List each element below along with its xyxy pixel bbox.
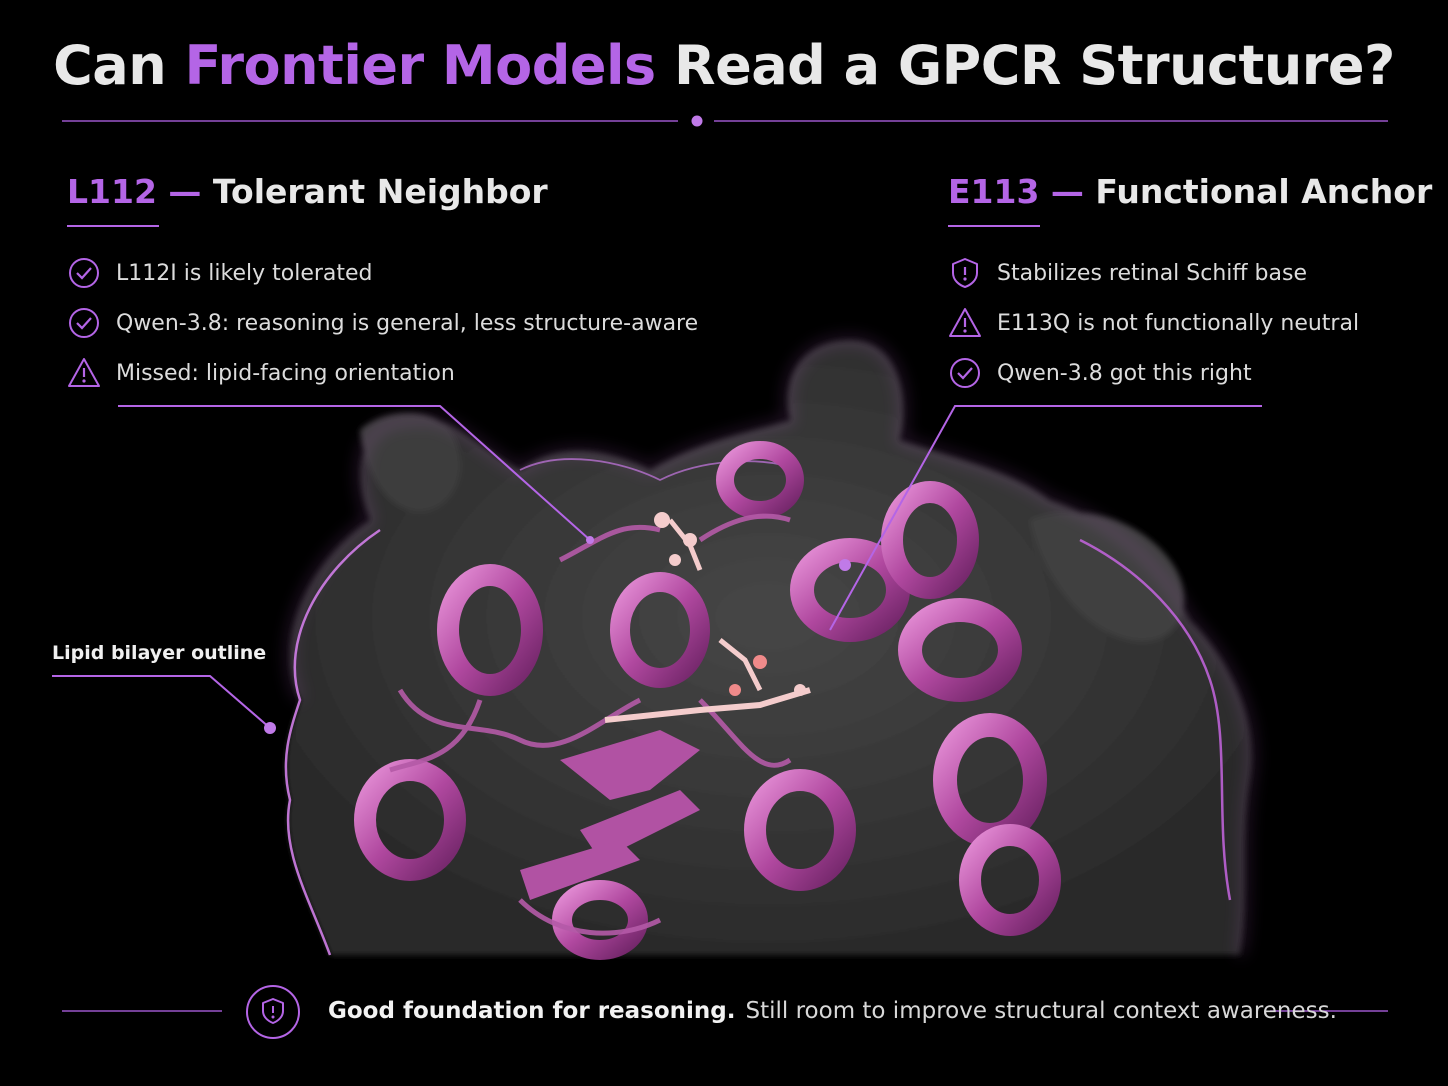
list-item: Stabilizes retinal Schiff base [948,248,1359,298]
protein-loops [389,513,792,936]
left-heading-underline [67,225,159,227]
shield-icon [246,985,300,1039]
right-list: Stabilizes retinal Schiff base E113Q is … [948,248,1359,398]
left-list: L112I is likely tolerated Qwen-3.8: reas… [67,248,698,398]
list-item: Qwen-3.8 got this right [948,348,1359,398]
title-accent: Frontier Models [184,34,656,97]
right-code: E113 [948,172,1040,211]
check-circle-icon [67,256,101,290]
callout-dot-l112 [586,536,594,544]
right-heading-underline [948,225,1040,227]
footer-message: Good foundation for reasoning. Still room… [328,998,1337,1024]
left-heading-text: Tolerant Neighbor [212,172,548,211]
header-divider [62,115,1388,127]
list-item: L112I is likely tolerated [67,248,698,298]
retinal-ligand [604,512,811,723]
lipid-bilayer-label: Lipid bilayer outline [52,642,267,664]
right-heading: E113 — Functional Anchor [948,172,1433,211]
callout-dot-e113 [839,559,851,571]
molecular-surface [285,340,1252,955]
check-circle-icon [948,356,982,390]
footer-strong: Good foundation for reasoning. [328,998,736,1024]
shield-icon [948,256,982,290]
protein-helices [354,441,1061,960]
footer-shield-badge [245,984,301,1040]
list-item: Qwen-3.8: reasoning is general, less str… [67,298,698,348]
list-item: E113Q is not functionally neutral [948,298,1359,348]
lipid-bilayer-outline [284,337,1255,956]
callout-lines [52,405,1262,729]
right-heading-text: Functional Anchor [1095,172,1433,211]
left-heading: L112 — Tolerant Neighbor [67,172,548,211]
footer-rest: Still room to improve structural context… [745,998,1337,1024]
list-item: Missed: lipid-facing orientation [67,348,698,398]
callout-dot-lipid [264,722,276,734]
warning-triangle-icon [67,356,101,390]
warning-triangle-icon [948,306,982,340]
left-code: L112 [67,172,157,211]
beta-sheets [520,730,700,900]
page-title: Can Frontier Models Read a GPCR Structur… [53,34,1395,97]
check-circle-icon [67,306,101,340]
